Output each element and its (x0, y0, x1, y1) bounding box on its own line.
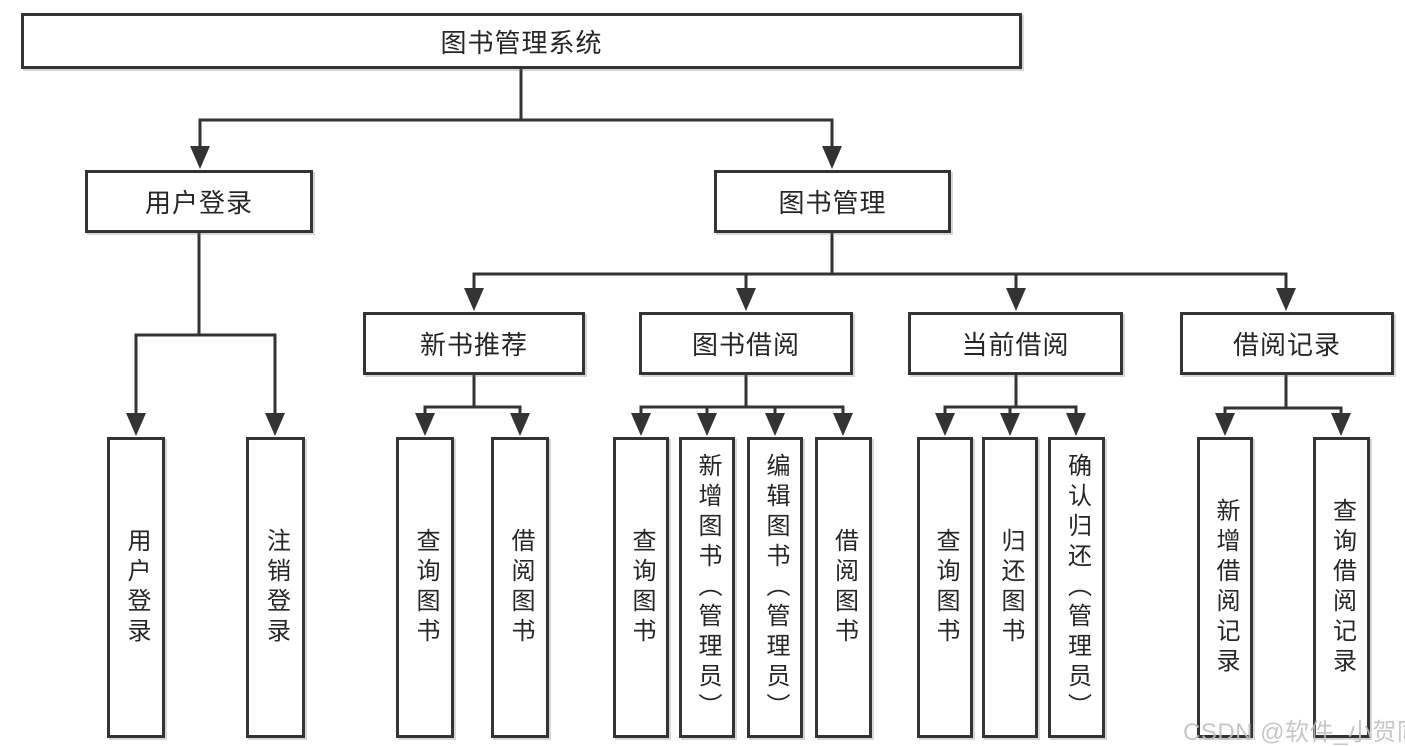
leaf-edit-books-admin: 编辑图书（管理员） (747, 437, 803, 738)
arrowhead (697, 413, 717, 436)
leaf-borrow-books-1: 借阅图书 (491, 437, 549, 738)
connector-new-book-branch (423, 373, 522, 419)
leaf-label: 确认归还（管理员） (1063, 452, 1091, 723)
arrowhead (190, 146, 210, 169)
node-borrowing-records: 借阅记录 (1180, 312, 1394, 375)
leaf-query-books-1: 查询图书 (396, 437, 454, 738)
connector-book-borrowing-branch (639, 373, 845, 419)
arrowhead (1215, 413, 1235, 436)
arrowhead (765, 413, 785, 436)
leaf-label: 新增图书（管理员） (694, 452, 721, 723)
leaf-label: 借阅图书 (507, 527, 534, 648)
node-book-borrowing: 图书借阅 (639, 312, 853, 375)
connector-root-branch (198, 67, 834, 152)
arrowhead (415, 413, 435, 436)
leaf-label: 归还图书 (997, 527, 1024, 648)
leaf-label: 新增借阅记录 (1212, 497, 1239, 678)
leaf-query-borrow-record: 查询借阅记录 (1313, 437, 1370, 738)
leaf-confirm-return-admin: 确认归还（管理员） (1048, 437, 1105, 738)
arrowhead (126, 413, 146, 436)
arrowhead (822, 146, 842, 169)
leaf-query-books-2: 查询图书 (613, 437, 669, 738)
leaf-label: 查询图书 (412, 527, 439, 648)
watermark: CSDN @软件_小贺同学 (1183, 719, 1405, 746)
leaf-query-books-3: 查询图书 (917, 437, 973, 738)
node-book-management: 图书管理 (714, 170, 951, 233)
node-current-borrowing: 当前借阅 (908, 312, 1123, 375)
arrowhead (1000, 413, 1020, 436)
arrowhead (631, 413, 651, 436)
leaf-logout: 注销登录 (246, 437, 305, 738)
connector-book-management-branch (472, 231, 1288, 294)
arrowhead (1066, 413, 1086, 436)
leaf-label: 查询图书 (628, 527, 655, 648)
connector-user-login-branch (134, 231, 277, 419)
leaf-label: 借阅图书 (830, 527, 858, 648)
arrowhead (510, 413, 530, 436)
node-new-book-recommend: 新书推荐 (363, 312, 585, 375)
node-user-login: 用户登录 (85, 170, 313, 233)
leaf-label: 查询图书 (932, 527, 959, 648)
leaf-label: 用户登录 (123, 527, 150, 648)
leaf-user-login: 用户登录 (107, 437, 165, 738)
node-library-system: 图书管理系统 (21, 13, 1022, 69)
arrowhead (1276, 288, 1296, 311)
connector-current-borrowing-branch (943, 373, 1078, 419)
arrowhead (736, 288, 756, 311)
leaf-label: 注销登录 (262, 527, 290, 648)
leaf-add-books-admin: 新增图书（管理员） (679, 437, 735, 738)
connector-borrowing-records-branch (1223, 373, 1343, 419)
arrowhead (935, 413, 955, 436)
arrowhead (1006, 288, 1026, 311)
leaf-label: 查询借阅记录 (1328, 497, 1356, 678)
arrowhead (1331, 413, 1351, 436)
leaf-borrow-books-2: 借阅图书 (815, 437, 872, 738)
leaf-add-borrow-record: 新增借阅记录 (1197, 437, 1253, 738)
leaf-label: 编辑图书（管理员） (762, 452, 789, 723)
leaf-return-books: 归还图书 (982, 437, 1038, 738)
arrowhead (265, 413, 285, 436)
arrowhead (464, 288, 484, 311)
arrowhead (833, 413, 853, 436)
